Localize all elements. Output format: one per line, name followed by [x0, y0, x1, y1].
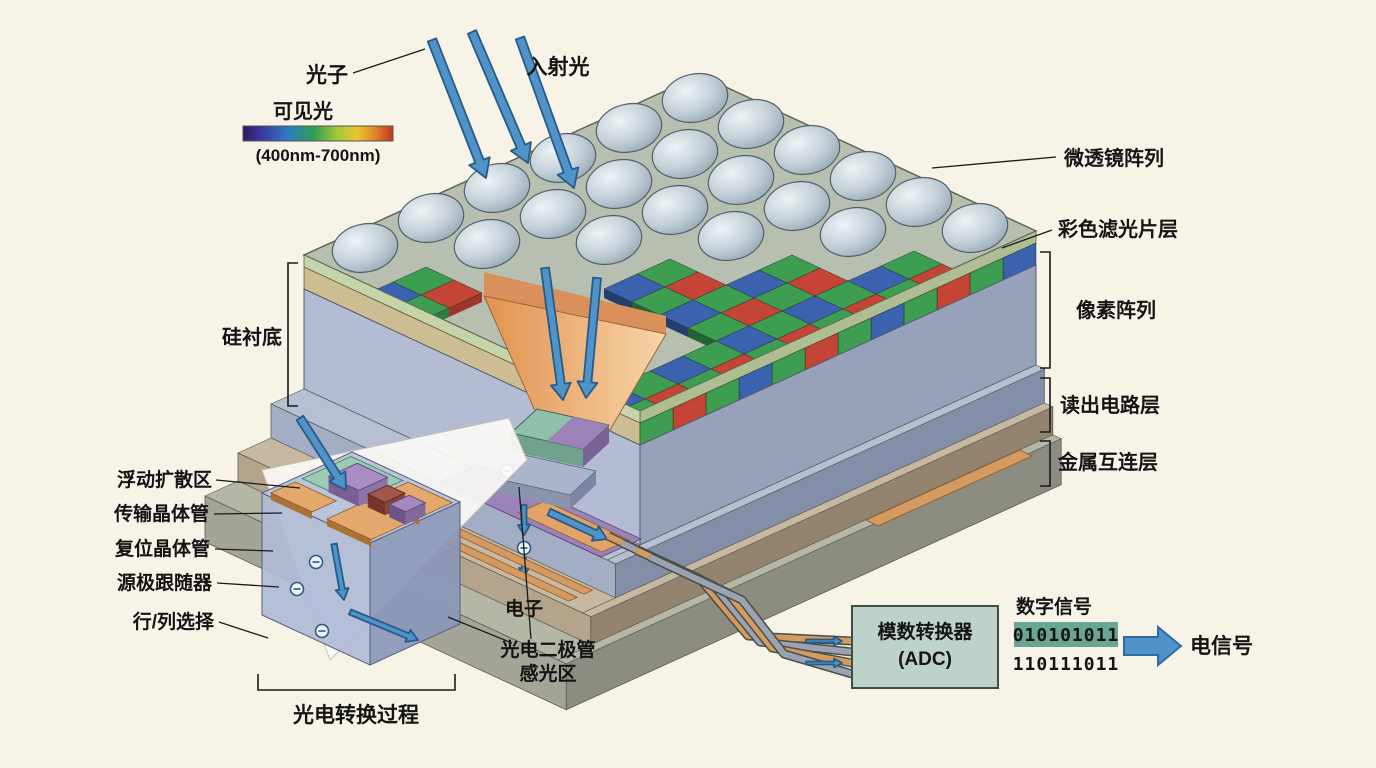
incident-light-label: 入射光 [527, 55, 590, 79]
source-follower-label: 源极跟随器 [117, 571, 213, 594]
floating-diffusion-leader [215, 479, 301, 489]
metal-bracket [1040, 440, 1051, 487]
microlens-leader-line [931, 156, 1057, 169]
incident-light-arrows [426, 29, 580, 189]
row-col-select-label: 行/列选择 [132, 610, 215, 633]
process-label: 光电转换过程 [292, 703, 419, 727]
color-filter-leader-line [1001, 229, 1053, 249]
binary-row1: 010101011 [1013, 625, 1120, 646]
pixel-detail-box [260, 414, 462, 666]
binary-row2: 110111011 [1013, 654, 1120, 675]
photon-leader-line [352, 48, 426, 74]
electrical-signal-label: 电信号 [1190, 634, 1253, 658]
electron-label: 电子 [505, 597, 543, 620]
digital-signal-label: 数字信号 [1016, 595, 1092, 618]
transfer-transistor-label: 传输晶体管 [113, 502, 209, 525]
visible-spectrum-bar [242, 125, 394, 142]
wavelength-range-label: (400nm-700nm) [256, 146, 381, 165]
annotations-layer: 光子 入射光 可见光 (400nm-700nm) 微透镜阵列 彩色滤光片层 像素… [113, 48, 1253, 727]
adc-box [851, 605, 999, 689]
process-bracket [257, 674, 456, 691]
binary-row1-highlight [1014, 622, 1118, 647]
readout-bracket [1040, 377, 1051, 433]
photodiode-leader-2 [518, 486, 532, 640]
transfer-transistor-leader [213, 512, 283, 515]
visible-light-label: 可见光 [273, 100, 333, 123]
silicon-substrate-label: 硅衬底 [222, 325, 282, 349]
microlens-array-label: 微透镜阵列 [1063, 146, 1164, 170]
floating-diffusion-label: 浮动扩散区 [117, 468, 212, 491]
sensor-top-surface [302, 72, 1038, 436]
sensor-cutaway [438, 266, 667, 577]
readout-layer-label: 读出电路层 [1060, 393, 1160, 417]
metal-interconnect-label: 金属互连层 [1057, 450, 1158, 474]
substrate-bracket [287, 262, 298, 407]
adc-label-line1: 模数转换器 [877, 620, 973, 643]
source-follower-leader [216, 582, 280, 588]
photodiode-label-line1: 光电二极管 [499, 638, 595, 661]
reset-transistor-leader [214, 548, 274, 552]
reset-transistor-label: 复位晶体管 [114, 537, 210, 560]
color-filter-label: 彩色滤光片层 [1057, 217, 1178, 241]
output-arrow [1123, 624, 1183, 668]
photodiode-label-line2: 感光区 [519, 662, 576, 685]
photodiode-leader-1 [447, 616, 513, 644]
row-col-select-leader [218, 621, 269, 639]
adc-label-line2: (ADC) [898, 649, 952, 670]
pixel-array-label: 像素阵列 [1076, 298, 1156, 322]
pixel-array-bracket [1040, 251, 1051, 369]
photon-label: 光子 [305, 64, 348, 87]
